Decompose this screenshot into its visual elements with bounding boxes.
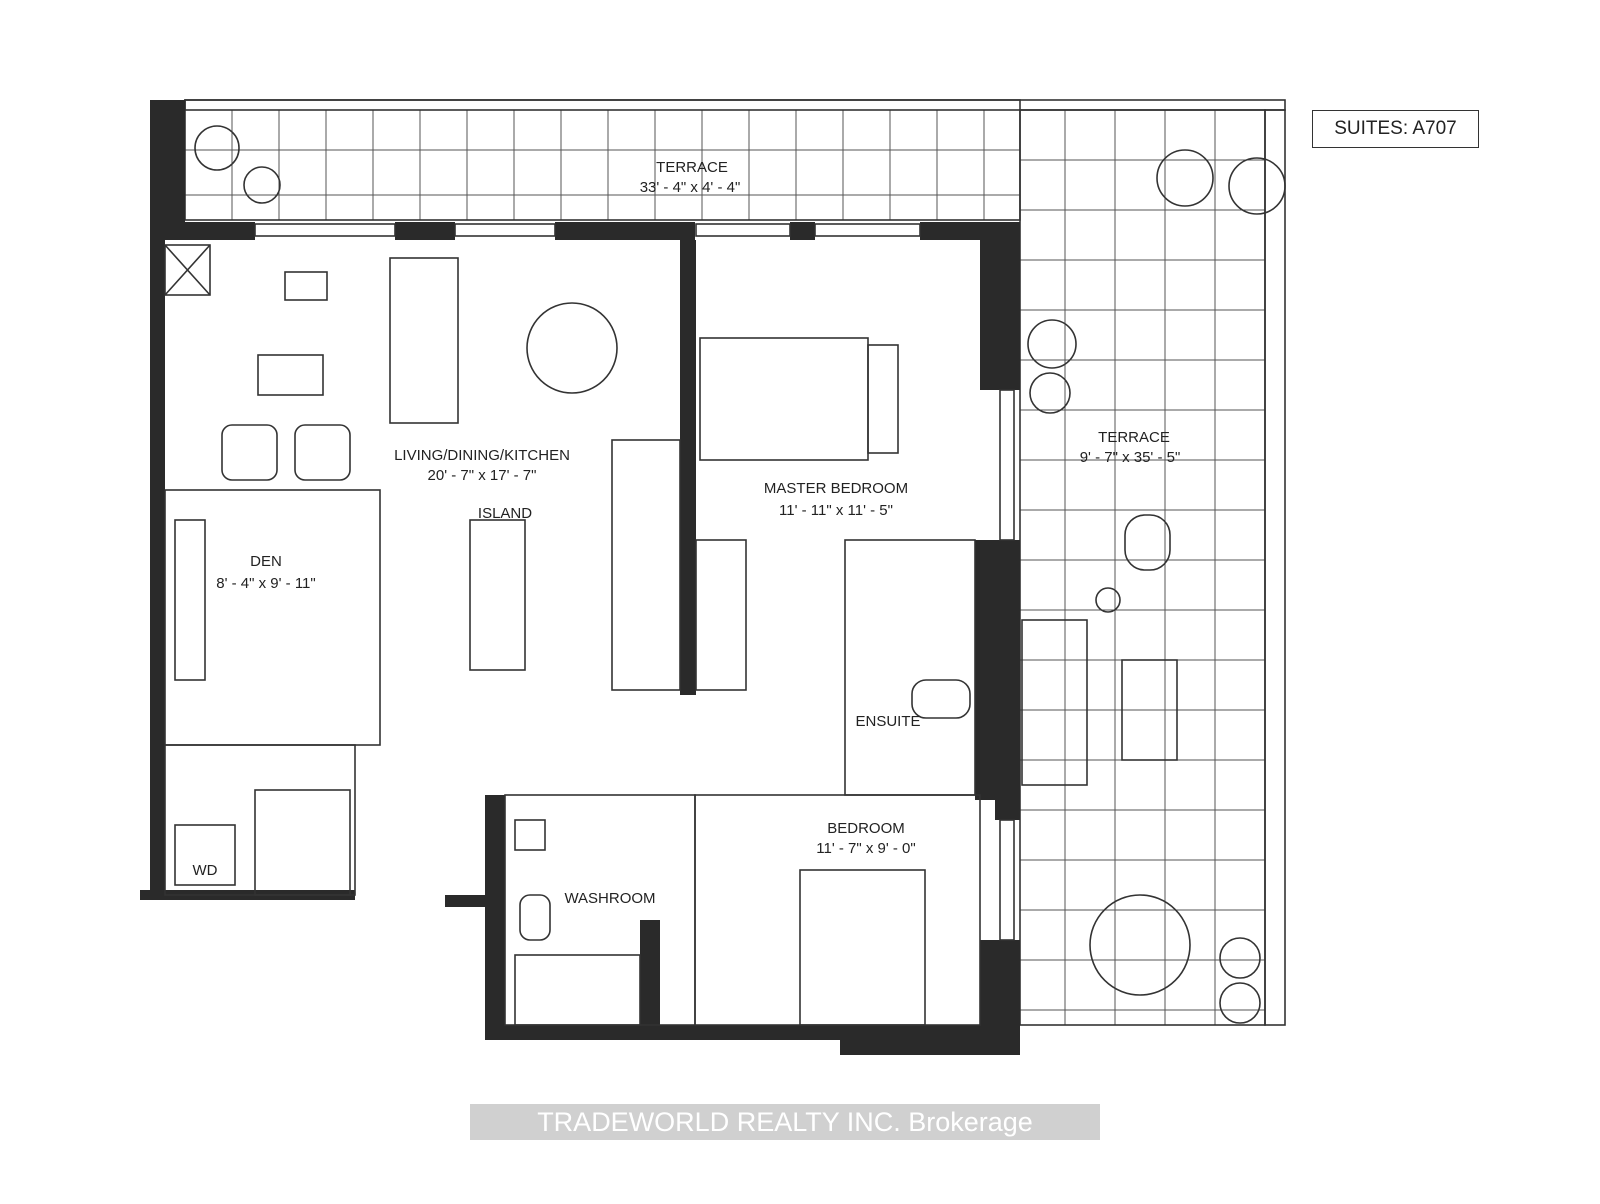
partitions [164,244,981,1026]
terrace-right-name: TERRACE [1098,429,1170,446]
master-name: MASTER BEDROOM [764,480,908,497]
terrace-top-size: 33' - 4" x 4' - 4" [640,179,741,196]
watermark: TRADEWORLD REALTY INC. Brokerage [470,1104,1100,1140]
terrace-tile-grid [185,110,1265,1025]
laundry-label: WD [193,862,218,879]
bedroom-name: BEDROOM [827,820,905,837]
living-size: 20' - 7" x 17' - 7" [428,467,537,484]
suite-label: SUITES: A707 [1312,110,1479,148]
windows [254,223,1015,941]
den-size: 8' - 4" x 9' - 11" [216,575,315,592]
furniture [174,257,1191,1026]
ensuite-label: ENSUITE [855,713,920,730]
master-size: 11' - 11" x 11' - 5" [779,502,893,519]
terrace-top [184,99,1021,221]
walls [140,100,1020,1055]
den-name: DEN [250,553,282,570]
washroom-label: WASHROOM [564,890,655,907]
terrace-right-size: 9' - 7" x 35' - 5" [1080,449,1181,466]
terrace-top-name: TERRACE [656,159,728,176]
terrace-railing-right [1264,109,1286,1026]
living-name: LIVING/DINING/KITCHEN [394,447,570,464]
bedroom-size: 11' - 7" x 9' - 0" [816,840,915,857]
island-label: ISLAND [478,505,532,522]
terrace-right [1019,109,1266,1026]
terrace-railing-top [184,99,1286,111]
plants [194,125,1286,1024]
